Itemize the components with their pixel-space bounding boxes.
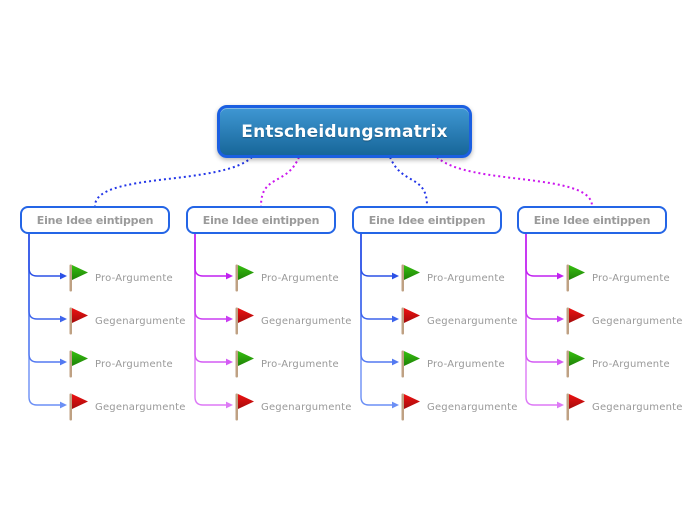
red-flag-icon: [69, 393, 88, 421]
green-flag-icon: [566, 264, 585, 292]
idea-node-3[interactable]: Eine Idee eintippen: [352, 206, 502, 234]
arrowhead-icon: [60, 401, 67, 409]
argument-label: Pro-Argumente: [95, 273, 173, 284]
branch-line: [194, 233, 226, 320]
green-flag-icon: [235, 350, 254, 378]
branch-line: [525, 233, 557, 320]
branch-line: [360, 233, 392, 320]
argument-item[interactable]: Gegenargumente: [565, 393, 685, 421]
argument-label: Pro-Argumente: [427, 359, 505, 370]
branch-line: [525, 233, 557, 406]
branch-line: [28, 233, 60, 406]
green-flag-icon: [69, 264, 88, 292]
argument-item[interactable]: Gegenargumente: [68, 393, 188, 421]
argument-label: Gegenargumente: [592, 316, 683, 327]
branch-line: [194, 233, 226, 363]
argument-item[interactable]: Pro-Argumente: [234, 264, 354, 292]
argument-item[interactable]: Gegenargumente: [400, 393, 520, 421]
arrowhead-icon: [392, 401, 399, 409]
argument-label: Pro-Argumente: [95, 359, 173, 370]
red-flag-icon: [401, 307, 420, 335]
argument-label: Pro-Argumente: [261, 273, 339, 284]
argument-label: Gegenargumente: [95, 402, 186, 413]
red-flag-icon: [235, 393, 254, 421]
arrowhead-icon: [557, 358, 564, 366]
argument-item[interactable]: Pro-Argumente: [68, 264, 188, 292]
green-flag-icon: [69, 350, 88, 378]
green-flag-icon: [566, 350, 585, 378]
argument-item[interactable]: Pro-Argumente: [234, 350, 354, 378]
argument-item[interactable]: Gegenargumente: [565, 307, 685, 335]
idea-node-1[interactable]: Eine Idee eintippen: [20, 206, 170, 234]
arrowhead-icon: [557, 401, 564, 409]
argument-label: Gegenargumente: [427, 402, 518, 413]
argument-label: Gegenargumente: [261, 316, 352, 327]
arrowhead-icon: [392, 358, 399, 366]
argument-label: Pro-Argumente: [592, 359, 670, 370]
idea-node-2[interactable]: Eine Idee eintippen: [186, 206, 336, 234]
argument-item[interactable]: Pro-Argumente: [400, 264, 520, 292]
red-flag-icon: [235, 307, 254, 335]
argument-item[interactable]: Pro-Argumente: [565, 264, 685, 292]
green-flag-icon: [401, 350, 420, 378]
root-connector-2: [260, 156, 300, 207]
argument-label: Gegenargumente: [261, 402, 352, 413]
branch-line: [28, 233, 60, 277]
argument-item[interactable]: Pro-Argumente: [68, 350, 188, 378]
argument-label: Gegenargumente: [427, 316, 518, 327]
idea-node-label: Eine Idee eintippen: [36, 213, 154, 227]
argument-label: Pro-Argumente: [261, 359, 339, 370]
branch-line: [194, 233, 226, 406]
green-flag-icon: [235, 264, 254, 292]
arrowhead-icon: [392, 272, 399, 280]
idea-node-label: Eine Idee eintippen: [202, 213, 320, 227]
red-flag-icon: [566, 307, 585, 335]
argument-item[interactable]: Gegenargumente: [234, 307, 354, 335]
branch-line: [28, 233, 60, 363]
arrowhead-icon: [60, 315, 67, 323]
arrowhead-icon: [226, 315, 233, 323]
arrowhead-icon: [392, 315, 399, 323]
root-connector-1: [94, 156, 253, 207]
idea-node-4[interactable]: Eine Idee eintippen: [517, 206, 667, 234]
red-flag-icon: [69, 307, 88, 335]
arrowhead-icon: [226, 401, 233, 409]
root-topic-label: Entscheidungsmatrix: [241, 121, 448, 142]
branch-line: [28, 233, 60, 320]
argument-label: Pro-Argumente: [427, 273, 505, 284]
argument-item[interactable]: Gegenargumente: [400, 307, 520, 335]
root-connector-3: [389, 156, 428, 207]
idea-node-label: Eine Idee eintippen: [533, 213, 651, 227]
argument-item[interactable]: Gegenargumente: [234, 393, 354, 421]
root-topic-node[interactable]: Entscheidungsmatrix: [217, 105, 472, 158]
branch-line: [360, 233, 392, 406]
argument-label: Gegenargumente: [95, 316, 186, 327]
branch-connectors: [28, 233, 564, 409]
arrowhead-icon: [557, 272, 564, 280]
arrowhead-icon: [60, 272, 67, 280]
argument-label: Pro-Argumente: [592, 273, 670, 284]
arrowhead-icon: [557, 315, 564, 323]
red-flag-icon: [401, 393, 420, 421]
branch-line: [194, 233, 226, 277]
arrowhead-icon: [226, 358, 233, 366]
arrowhead-icon: [226, 272, 233, 280]
argument-item[interactable]: Pro-Argumente: [565, 350, 685, 378]
root-connector-4: [436, 156, 593, 207]
branch-line: [525, 233, 557, 363]
red-flag-icon: [566, 393, 585, 421]
idea-node-label: Eine Idee eintippen: [368, 213, 486, 227]
argument-item[interactable]: Gegenargumente: [68, 307, 188, 335]
branch-line: [525, 233, 557, 277]
arrowhead-icon: [60, 358, 67, 366]
root-child-connectors: [94, 156, 593, 207]
argument-item[interactable]: Pro-Argumente: [400, 350, 520, 378]
branch-line: [360, 233, 392, 277]
branch-line: [360, 233, 392, 363]
green-flag-icon: [401, 264, 420, 292]
argument-label: Gegenargumente: [592, 402, 683, 413]
